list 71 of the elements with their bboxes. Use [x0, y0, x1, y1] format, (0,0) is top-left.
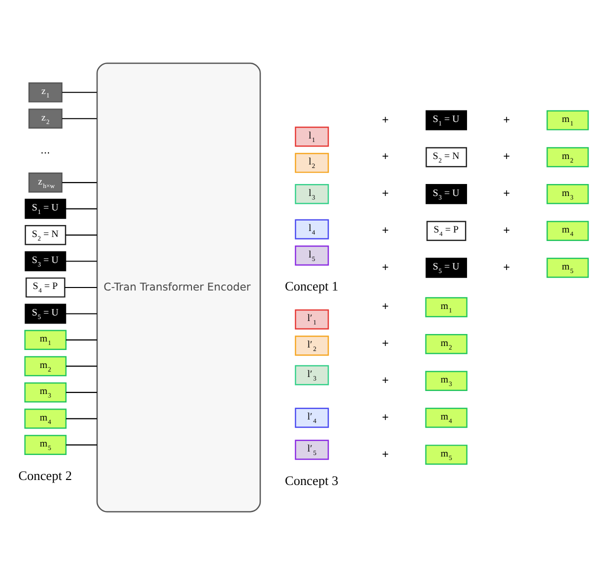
label: + [382, 114, 389, 126]
node-box: l$_{4}$ [294, 219, 329, 240]
node-box: m$_{3}$ [24, 382, 67, 402]
node-box: S$_{2}$ = N [24, 224, 66, 246]
node-box: z$_{2}$ [28, 108, 62, 129]
node-box: C-Tran Transformer Encoder [96, 62, 261, 512]
node-box: m$_{5}$ [546, 258, 589, 278]
node-box: m$_{5}$ [425, 444, 468, 465]
connector [66, 208, 98, 210]
label: + [382, 188, 389, 200]
label: + [503, 151, 510, 164]
node-box: l$_{3}$ [294, 184, 329, 204]
connector [66, 392, 98, 393]
node-box: S$_{3}$ = U [24, 251, 66, 272]
connector [66, 313, 98, 314]
label: + [382, 448, 389, 461]
node-box: S$_{4}$ = P [426, 220, 466, 241]
node-box: m$_{1}$ [425, 297, 468, 318]
label: + [382, 301, 389, 314]
label: + [503, 114, 510, 126]
label: + [382, 262, 389, 274]
label: + [382, 151, 389, 164]
node-box: m$_{5}$ [24, 434, 67, 455]
connector [62, 182, 97, 184]
label: + [382, 412, 389, 424]
label: + [503, 188, 510, 200]
node-box: S$_{5}$ = U [426, 258, 468, 278]
label: + [503, 262, 510, 274]
node-box: m$_{1}$ [24, 330, 67, 350]
node-box: m$_{4}$ [24, 408, 67, 429]
node-box: S$_{3}$ = U [426, 184, 468, 204]
node-box: l′$_{4}$ [294, 408, 329, 428]
node-box: l′$_{1}$ [294, 309, 329, 330]
node-box: l$_{2}$ [294, 152, 329, 173]
label: Concept 2 [18, 468, 72, 483]
node-box: m$_{3}$ [425, 370, 468, 391]
node-box: m$_{2}$ [546, 147, 589, 168]
connector [66, 234, 98, 236]
label: Concept 1 [284, 278, 338, 294]
connector [66, 444, 98, 446]
node-box: m$_{4}$ [546, 220, 589, 241]
node-box: z$_{1}$ [28, 82, 62, 102]
node-box: l′$_{3}$ [294, 365, 329, 386]
label: + [382, 374, 389, 387]
node-box: l′$_{2}$ [294, 336, 329, 356]
node-box: m$_{2}$ [24, 356, 67, 376]
label: + [382, 338, 389, 350]
node-box: m$_{4}$ [425, 408, 468, 428]
connector [66, 418, 98, 420]
label: Concept 3 [284, 472, 338, 488]
connector [62, 92, 97, 93]
connector [66, 339, 98, 340]
node-box: l′$_{5}$ [294, 440, 329, 460]
connector [66, 366, 98, 367]
label: + [503, 224, 510, 237]
node-box: m$_{1}$ [546, 110, 589, 130]
connector [66, 260, 98, 262]
node-box: S$_{5}$ = U [24, 304, 66, 324]
label: ... [40, 144, 50, 157]
label: + [382, 224, 389, 237]
node-box: z$_{h×w}$ [28, 172, 62, 193]
node-box: l$_{5}$ [294, 245, 329, 266]
node-box: m$_{3}$ [546, 184, 589, 204]
node-box: m$_{2}$ [425, 334, 468, 354]
node-box: l$_{1}$ [294, 126, 329, 147]
node-box: S$_{1}$ = U [426, 110, 468, 130]
node-box: S$_{1}$ = U [24, 198, 66, 219]
connector [64, 286, 98, 288]
connector [62, 118, 97, 120]
node-box: S$_{4}$ = P [26, 277, 66, 298]
node-box: S$_{2}$ = N [426, 147, 468, 168]
